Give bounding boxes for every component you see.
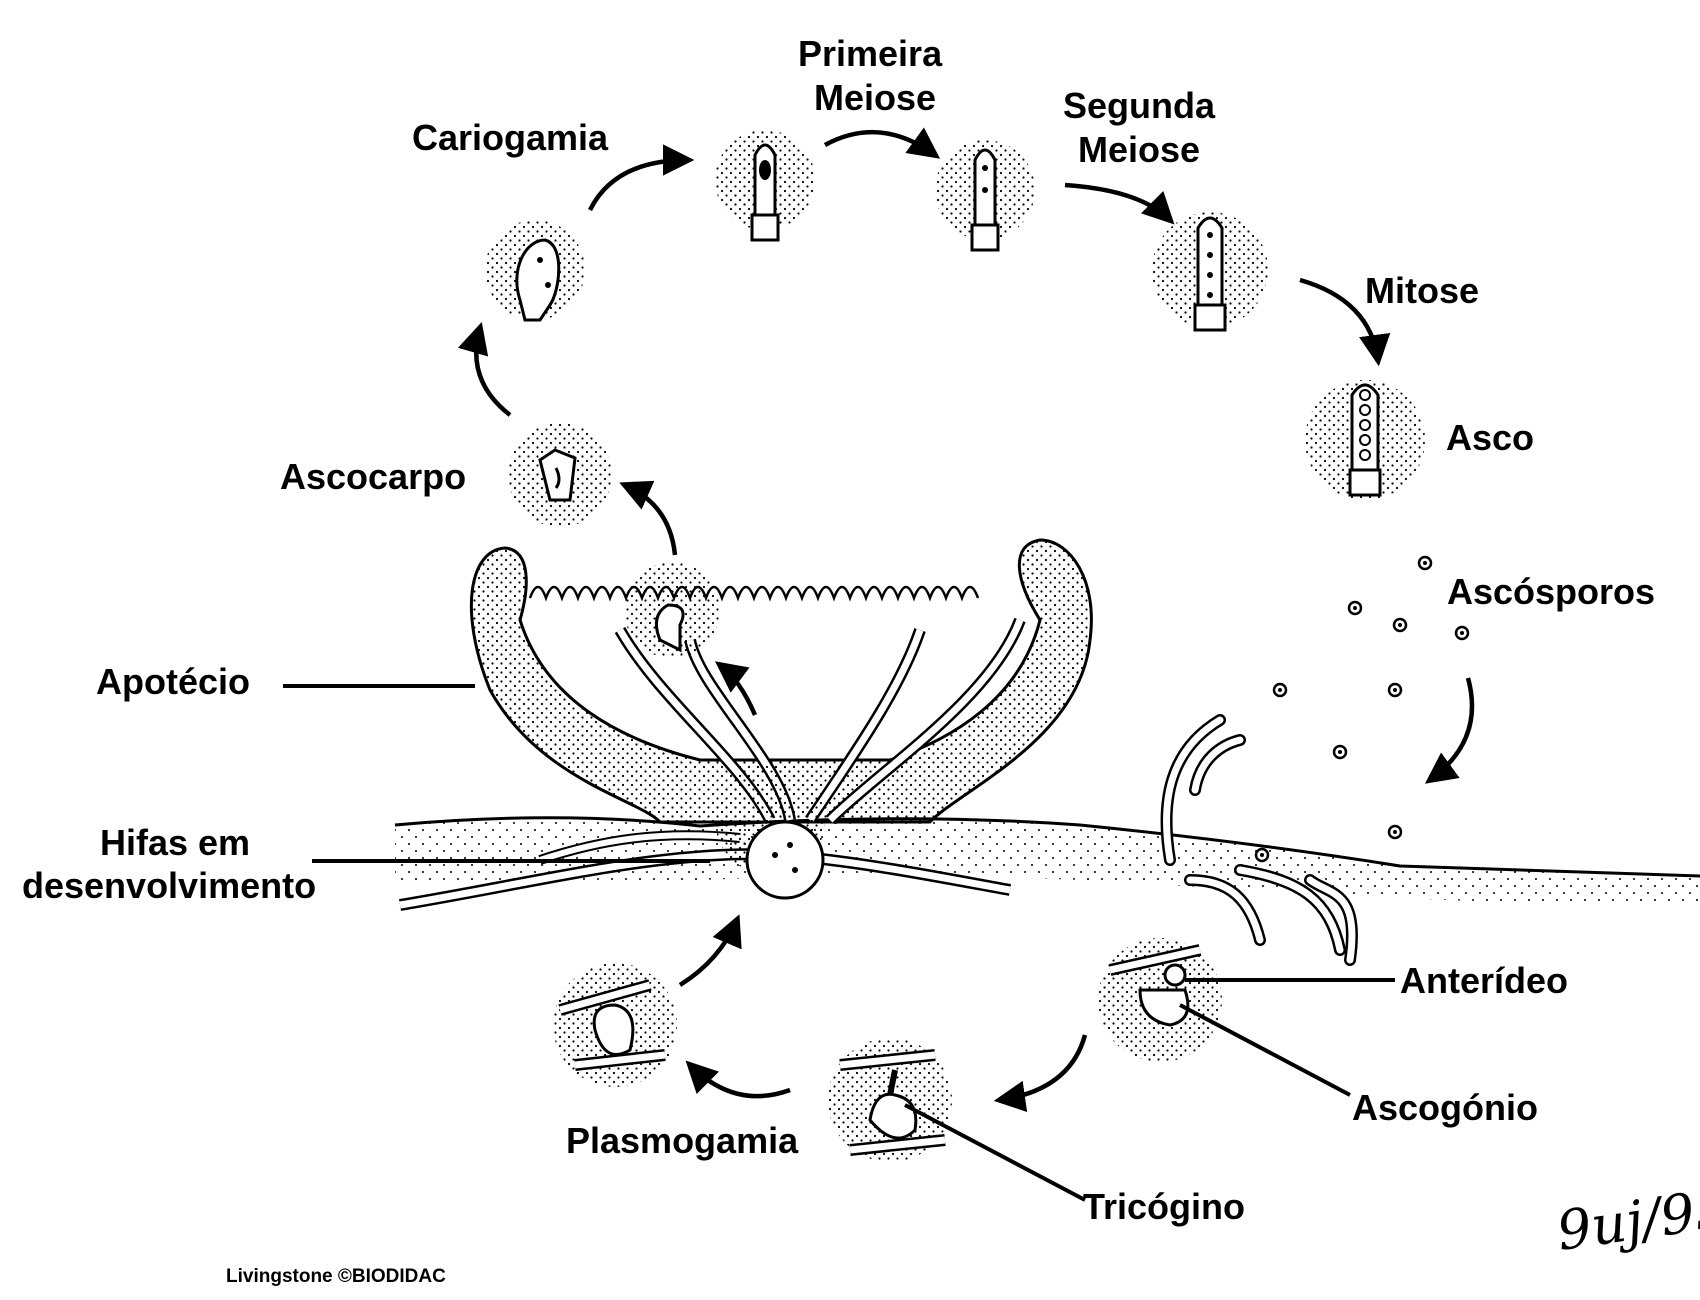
stage-plasmogamy-circle [553, 963, 677, 1087]
label-hifas-line2: desenvolvimento [22, 865, 316, 906]
artist-signature: 9uj/95 [1553, 1176, 1700, 1262]
label-hifas-line1: Hifas em [100, 822, 250, 863]
label-segunda-meiose-line1: Segunda [1063, 85, 1216, 126]
stage-ascus-young-circle [485, 220, 585, 322]
stage-ascus-formation-circle [624, 562, 720, 658]
label-ascocarpo: Ascocarpo [280, 456, 466, 497]
developing-hyphae-cell [715, 765, 825, 900]
label-anterideo: Anterídeo [1400, 960, 1568, 1001]
stage-second-meiosis-circle [1152, 212, 1268, 332]
label-primeira-meiose-line1: Primeira [798, 33, 943, 74]
stage-first-meiosis-circle [935, 140, 1035, 252]
leader-lines [283, 684, 1395, 1202]
label-primeira-meiose-line2: Meiose [814, 77, 936, 118]
stage-trichogyne-circle [828, 1038, 952, 1162]
apothecium-cup [399, 538, 1093, 911]
cycle-arrows [457, 127, 1475, 1113]
germinating-mycelium [1160, 714, 1358, 966]
stage-ascocarp-circle [508, 423, 612, 527]
label-ascogonio: Ascogónio [1352, 1087, 1538, 1128]
label-cariogamia: Cariogamia [412, 117, 609, 158]
label-tricogino: Tricógino [1083, 1186, 1245, 1227]
label-mitose: Mitose [1365, 270, 1479, 311]
label-segunda-meiose-line2: Meiose [1078, 129, 1200, 170]
stage-mature-ascus-circle [1305, 380, 1425, 500]
label-plasmogamia: Plasmogamia [566, 1120, 799, 1161]
stage-antheridium-circle [1098, 938, 1222, 1062]
credit-text: Livingstone ©BIODIDAC [226, 1266, 446, 1287]
ascospores [1254, 555, 1470, 863]
labels: Cariogamia Primeira Meiose Segunda Meios… [22, 33, 1700, 1287]
label-ascosporos: Ascósporos [1447, 571, 1655, 612]
stage-cariogamia-circle [715, 130, 815, 242]
label-asco: Asco [1446, 417, 1534, 458]
label-apotecio: Apotécio [96, 661, 250, 702]
